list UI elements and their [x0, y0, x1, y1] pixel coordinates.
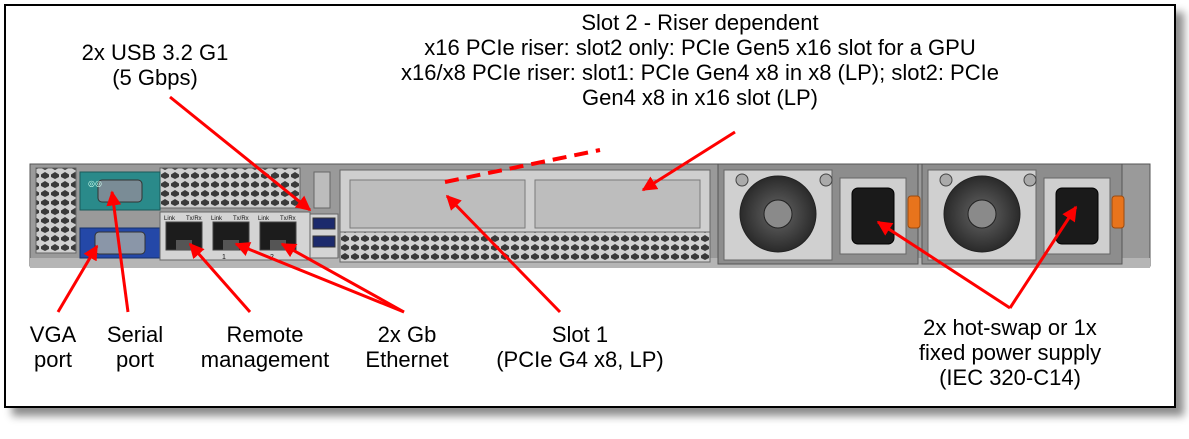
rj45-port-1	[165, 221, 203, 251]
serial-port: ◎◎	[79, 171, 161, 211]
slot2-title: Slot 2 - Riser dependent	[581, 10, 819, 35]
slot1-line2: (PCIe G4 x8, LP)	[496, 347, 664, 372]
arrow-eth-1	[234, 242, 405, 314]
serial-line1: Serial	[106, 322, 164, 347]
psu-latch-2	[1111, 195, 1125, 229]
slot1-line1: Slot 1	[551, 322, 609, 347]
vga-callout: VGA port	[18, 322, 88, 372]
callout-arrows	[56, 95, 1078, 314]
slot2-line1: x16 PCIe riser: slot2 only: PCIe Gen5 x1…	[424, 35, 976, 60]
arrow-eth-2	[280, 242, 405, 314]
eth-line1: 2x Gb	[377, 322, 437, 347]
psu-callout: 2x hot-swap or 1x fixed power supply (IE…	[890, 315, 1130, 390]
vga-line2: port	[34, 347, 72, 372]
svg-text:◎◎: ◎◎	[88, 179, 102, 188]
usb-line2: (5 Gbps)	[112, 65, 198, 90]
power-inlet-1	[851, 187, 895, 245]
remote-line2: management	[200, 347, 330, 372]
link-marking-1: Link	[164, 216, 176, 222]
slot2-line2: x16/x8 PCIe riser: slot1: PCIe Gen4 x8 i…	[401, 60, 999, 85]
arrow-vga	[56, 244, 99, 313]
serial-callout: Serial port	[95, 322, 175, 372]
serial-line2: port	[116, 347, 154, 372]
arrow-serial	[106, 190, 130, 313]
txrx-marking-3: Tx/Rx	[280, 216, 296, 222]
eth-callout: 2x Gb Ethernet	[352, 322, 462, 372]
power-supply-2	[921, 163, 1125, 265]
remote-line1: Remote	[226, 322, 304, 347]
link-marking-3: Link	[258, 216, 270, 222]
txrx-marking-2: Tx/Rx	[233, 216, 249, 222]
arrow-remote	[188, 242, 252, 313]
psu-line3: (IEC 320-C14)	[939, 365, 1081, 390]
usb-line1: 2x USB 3.2 G1	[81, 40, 229, 65]
slot2-callout: Slot 2 - Riser dependent x16 PCIe riser:…	[360, 10, 1040, 110]
eth-line2: Ethernet	[365, 347, 449, 372]
arrow-slot2-dashed	[444, 148, 601, 184]
arrow-usb	[169, 95, 312, 212]
arrow-slot1	[445, 194, 562, 314]
link-marking-2: Link	[211, 216, 223, 222]
vga-line1: VGA	[29, 322, 77, 347]
slot2-line3: Gen4 x8 in x16 slot (LP)	[581, 85, 818, 110]
remote-callout: Remote management	[195, 322, 335, 372]
psu-line2: fixed power supply	[918, 340, 1102, 365]
power-supply-1	[717, 163, 921, 265]
ethernet-ports: Link Tx/Rx Link Tx/Rx Link Tx/Rx 1 2	[159, 211, 311, 261]
port-number-1: 1	[222, 254, 226, 261]
psu-line1: 2x hot-swap or 1x	[923, 315, 1097, 340]
arrow-slot2	[641, 130, 736, 192]
arrow-psu-2	[1008, 205, 1078, 309]
arrow-psu-1	[876, 220, 1011, 310]
power-inlet-2	[1055, 187, 1099, 245]
txrx-marking-1: Tx/Rx	[186, 216, 202, 222]
usb-callout: 2x USB 3.2 G1 (5 Gbps)	[50, 40, 260, 90]
rj45-port-3	[259, 221, 297, 251]
usb-ports	[309, 213, 339, 259]
psu-latch-1	[907, 195, 921, 229]
slot1-callout: Slot 1 (PCIe G4 x8, LP)	[470, 322, 690, 372]
